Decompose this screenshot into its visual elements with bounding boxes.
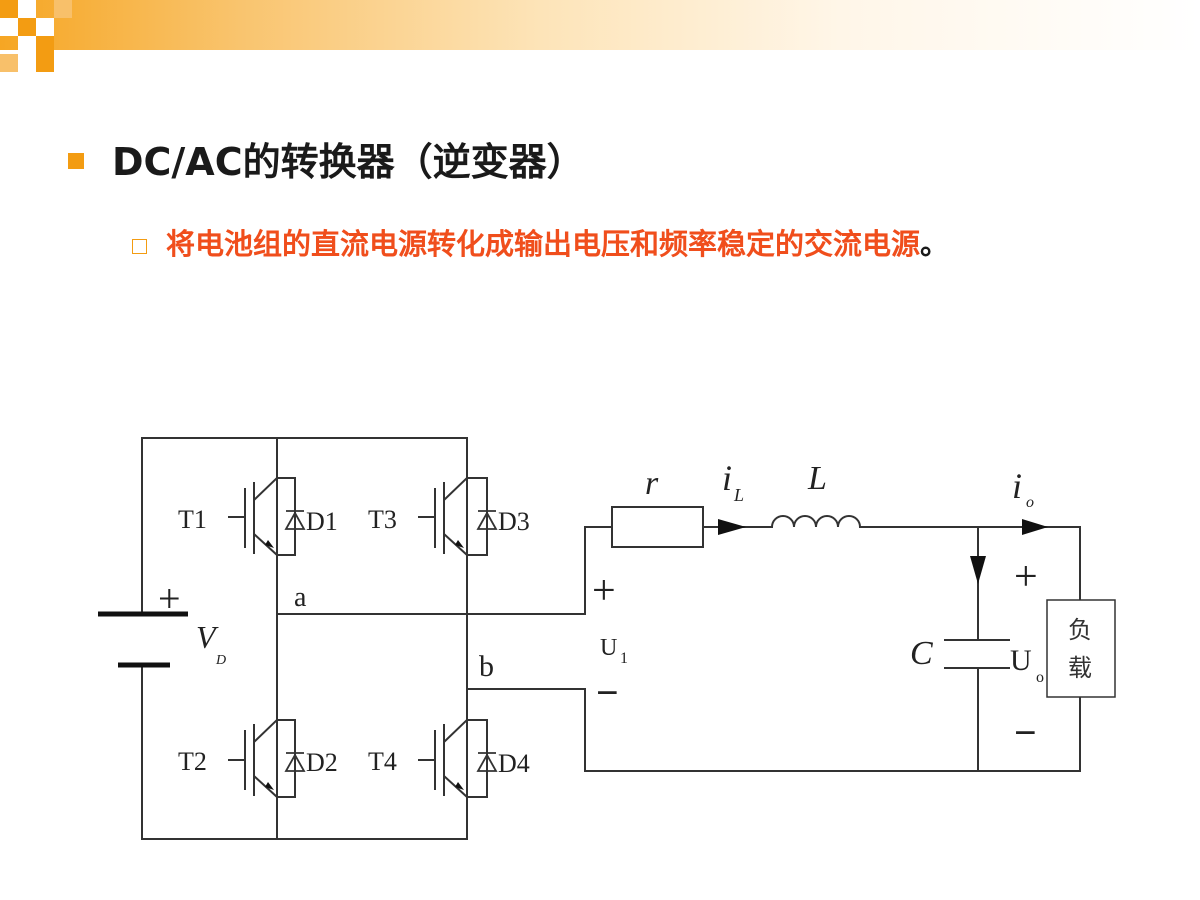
label-u1: U: [600, 635, 617, 661]
label-d4: D4: [498, 749, 530, 778]
wire-top: [141, 437, 468, 614]
label-source-plus: +: [158, 576, 181, 621]
label-uo-sub: o: [1036, 669, 1044, 686]
label-u1-plus: +: [592, 568, 616, 614]
label-u1-minus: −: [596, 670, 619, 715]
label-t1: T1: [178, 505, 207, 534]
bullet-sub-icon: [132, 239, 147, 254]
slide-subheading: 将电池组的直流电源转化成输出电压和频率稳定的交流电源。: [166, 224, 949, 264]
label-inductor: L: [807, 460, 827, 497]
header-square: [36, 18, 54, 36]
switch-t2: [228, 614, 296, 839]
wire-a: [276, 526, 613, 615]
header-square: [18, 18, 36, 36]
label-capacitor: C: [910, 635, 933, 672]
subheading-end: 。: [920, 227, 950, 261]
label-resistor: r: [645, 465, 659, 502]
wire-bottom: [141, 664, 468, 840]
wire-b: [466, 688, 979, 772]
current-il-arrow: [718, 519, 746, 535]
wire-l-out: [859, 526, 1081, 601]
header-square: [54, 0, 72, 18]
load-box: [1046, 599, 1116, 698]
label-d2: D2: [306, 748, 338, 777]
label-source-sub: D: [215, 653, 226, 668]
slide-heading: DC/AC的转换器（逆变器）: [112, 140, 585, 184]
label-uo: U: [1010, 644, 1032, 677]
label-d3: D3: [498, 507, 530, 536]
subheading-text: 将电池组的直流电源转化成输出电压和频率稳定的交流电源: [166, 227, 921, 261]
label-u1-sub: 1: [620, 650, 628, 667]
header-square: [0, 54, 18, 72]
label-t4: T4: [368, 747, 397, 776]
diode-d1: [284, 510, 306, 530]
diode-d2: [284, 752, 306, 772]
switch-t3: [418, 438, 488, 689]
label-uo-plus: +: [1014, 554, 1038, 600]
bullet-main-icon: [68, 153, 84, 169]
label-current-io-sub: o: [1026, 494, 1034, 511]
header-square: [18, 36, 36, 54]
label-load-line1: 负: [1068, 616, 1092, 644]
label-current-il: i: [722, 458, 732, 498]
label-t2: T2: [178, 747, 207, 776]
label-source-v: V: [196, 619, 219, 655]
header-square: [0, 18, 18, 36]
current-io-arrow: [1022, 519, 1048, 535]
label-node-b: b: [479, 650, 494, 683]
header-square: [36, 54, 54, 72]
label-load-line2: 载: [1068, 654, 1092, 682]
resistor: [611, 506, 704, 548]
inductor: [771, 515, 861, 528]
label-current-il-sub: L: [733, 485, 744, 505]
label-current-io: i: [1012, 466, 1022, 506]
diode-d3: [476, 510, 498, 530]
label-d1: D1: [306, 507, 338, 536]
header-square: [36, 36, 54, 54]
diode-d4: [476, 752, 498, 772]
label-t3: T3: [368, 505, 397, 534]
header-band: [0, 0, 1200, 50]
label-uo-minus: −: [1014, 710, 1037, 755]
header-square: [0, 0, 18, 18]
header-square: [18, 0, 36, 18]
switch-t4: [418, 689, 488, 839]
capacitor-current-arrow: [970, 556, 986, 584]
switch-t1: [228, 438, 296, 614]
label-node-a: a: [294, 582, 307, 613]
